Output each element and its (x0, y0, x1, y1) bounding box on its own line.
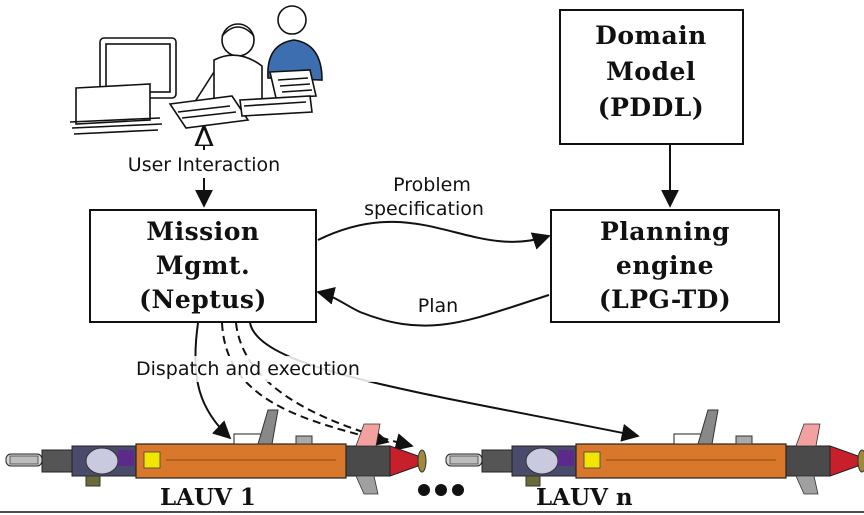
planning-engine-line-3: (LPG-TD) (599, 285, 731, 314)
operator-at-computer-icon (69, 23, 263, 135)
mission-mgmt-line-3: (Neptus) (139, 285, 267, 314)
problem-spec-label-2: specification (364, 198, 484, 220)
domain-model-line-3: (PDDL) (598, 93, 704, 122)
planning-engine-line-2: engine (616, 251, 714, 280)
domain-model-line-2: Model (606, 57, 696, 86)
mission-mgmt-box (89, 209, 317, 323)
dispatch-label: Dispatch and execution (136, 358, 360, 380)
dispatch-arrow-lauv1 (194, 322, 232, 440)
dispatch-arrow-dashed-2 (235, 322, 414, 451)
plan-label: Plan (418, 295, 458, 317)
problem-specification-arrow (317, 220, 551, 250)
problem-spec-label-1: Problem (393, 174, 471, 196)
domain-model-line-1: Domain (595, 21, 707, 50)
auv-vehicle-icon (445, 409, 864, 495)
domain-model-box (559, 9, 744, 145)
vehicle-name-2: LAUV n (536, 484, 633, 511)
vehicle-name-1: LAUV 1 (160, 484, 256, 511)
planning-engine-line-1: Planning (600, 217, 730, 246)
mission-mgmt-line-2: Mgmt. (156, 251, 250, 280)
plan-arrow (316, 286, 550, 327)
dispatch-arrow-dashed-1 (221, 322, 390, 447)
second-operator-icon (239, 5, 323, 117)
mission-mgmt-line-1: Mission (146, 217, 259, 246)
planning-engine-box (550, 209, 780, 323)
ellipsis-dots-icon (418, 484, 464, 496)
user-interaction-label: User Interaction (128, 154, 280, 176)
